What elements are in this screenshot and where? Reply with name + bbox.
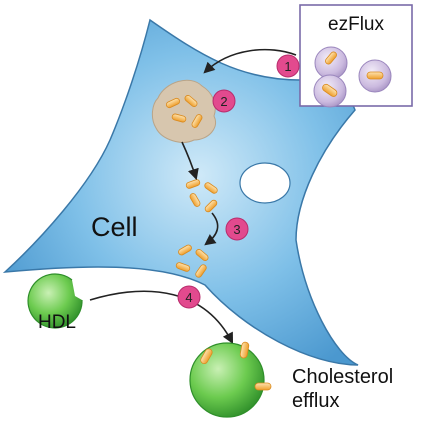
step-marker-4: 4 (177, 285, 201, 309)
hdl-particle: HDL (27, 273, 83, 333)
svg-text:3: 3 (233, 222, 240, 237)
cholesterol-capsule-icon (366, 71, 384, 80)
numbered-circle-icon (276, 54, 300, 78)
numbered-circle-icon (177, 285, 201, 309)
svg-text:1: 1 (284, 59, 291, 74)
step-marker-3: 3 (225, 217, 249, 241)
arrow-step-1 (203, 48, 297, 74)
numbered-circle-icon (212, 89, 236, 113)
ezflux-particle-3 (313, 74, 347, 108)
cholesterol-capsule-icon (322, 83, 338, 97)
cholesterol-capsule-icon (325, 51, 337, 65)
ezflux-title: ezFlux (328, 14, 384, 35)
ezflux-particle-2 (358, 59, 392, 93)
nucleus (239, 162, 291, 204)
arrow-step-4 (89, 290, 234, 344)
hdl-label: HDL (38, 312, 76, 333)
ezflux-particle-1 (314, 46, 348, 80)
arrow-step-3 (204, 212, 219, 246)
cell-label: Cell (91, 212, 138, 242)
step-marker-2: 2 (212, 89, 236, 113)
membrane-cholesterol (175, 244, 209, 278)
vesicle (151, 79, 216, 143)
svg-text:4: 4 (185, 290, 192, 305)
svg-text:2: 2 (220, 94, 227, 109)
numbered-circle-icon (225, 217, 249, 241)
efflux-label-line1: Cholesterol (292, 366, 393, 388)
efflux-label-line2: efflux (292, 390, 339, 412)
efflux-hdl-particle (189, 341, 272, 418)
arrow-step-2 (181, 141, 199, 181)
step-marker-1: 1 (276, 54, 300, 78)
vesicle-cholesterol (165, 95, 203, 128)
cytoplasm-cholesterol (185, 179, 218, 213)
